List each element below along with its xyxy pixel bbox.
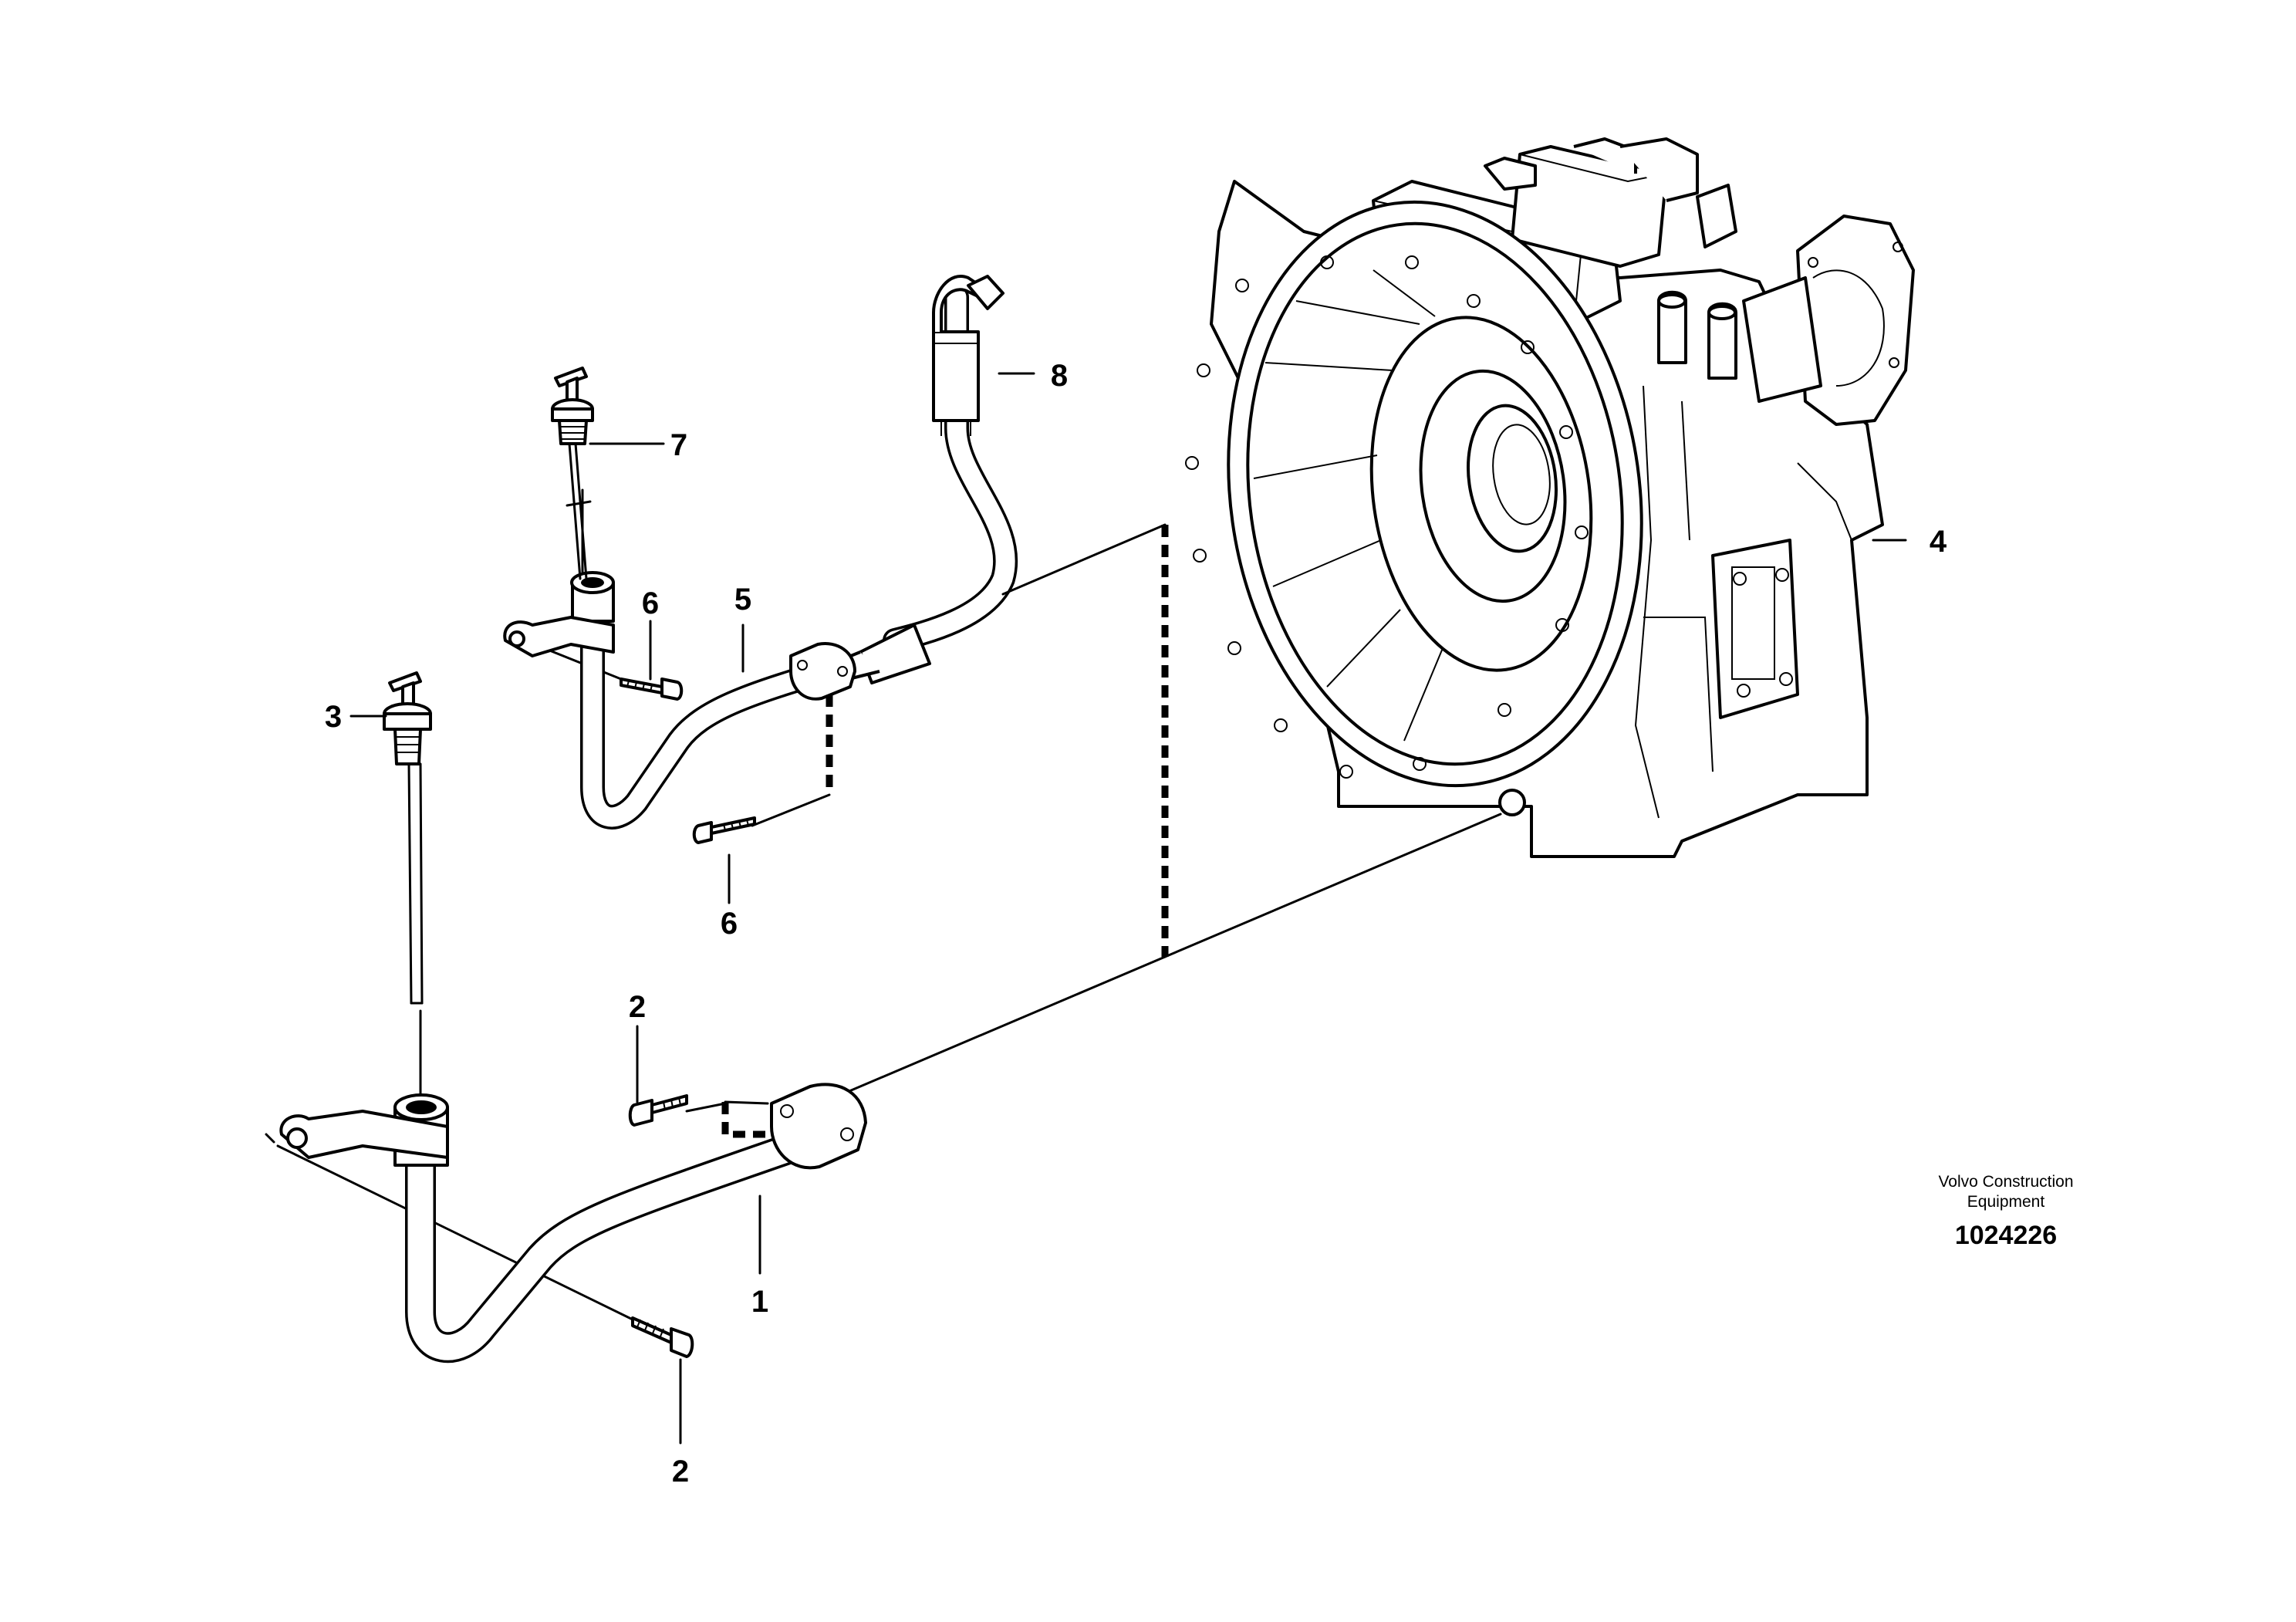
callout-6-lower: 6 xyxy=(721,907,738,941)
hose xyxy=(818,275,1018,688)
callout-4: 4 xyxy=(1930,525,1947,559)
callout-2-lower: 2 xyxy=(672,1455,689,1489)
bolt-2-lower xyxy=(631,1316,694,1358)
callout-2-upper: 2 xyxy=(629,990,646,1024)
callouts: 1 2 2 3 4 5 6 6 7 8 xyxy=(325,359,1947,1489)
brand-line-2: Equipment xyxy=(1967,1193,2045,1211)
callout-6-upper: 6 xyxy=(642,586,659,620)
transmission-housing xyxy=(1185,137,1915,858)
bolt-6-upper xyxy=(620,678,684,701)
callout-5: 5 xyxy=(734,583,751,617)
brand-block: Volvo Construction Equipment 1024226 xyxy=(1938,1173,2073,1250)
brand-line-1: Volvo Construction xyxy=(1938,1173,2073,1191)
callout-8: 8 xyxy=(1051,359,1068,393)
dipstick-3 xyxy=(383,671,432,1005)
callout-1: 1 xyxy=(751,1285,768,1319)
upper-tube xyxy=(503,571,856,830)
dipstick-7 xyxy=(551,367,594,580)
callout-leaders xyxy=(349,372,1907,1445)
callout-3: 3 xyxy=(325,700,342,734)
part-number: 1024226 xyxy=(1955,1221,2057,1250)
lower-tube xyxy=(265,1083,867,1363)
callout-7: 7 xyxy=(670,428,687,462)
bolt-2-upper xyxy=(628,1094,688,1127)
bolt-6-lower xyxy=(692,816,756,844)
